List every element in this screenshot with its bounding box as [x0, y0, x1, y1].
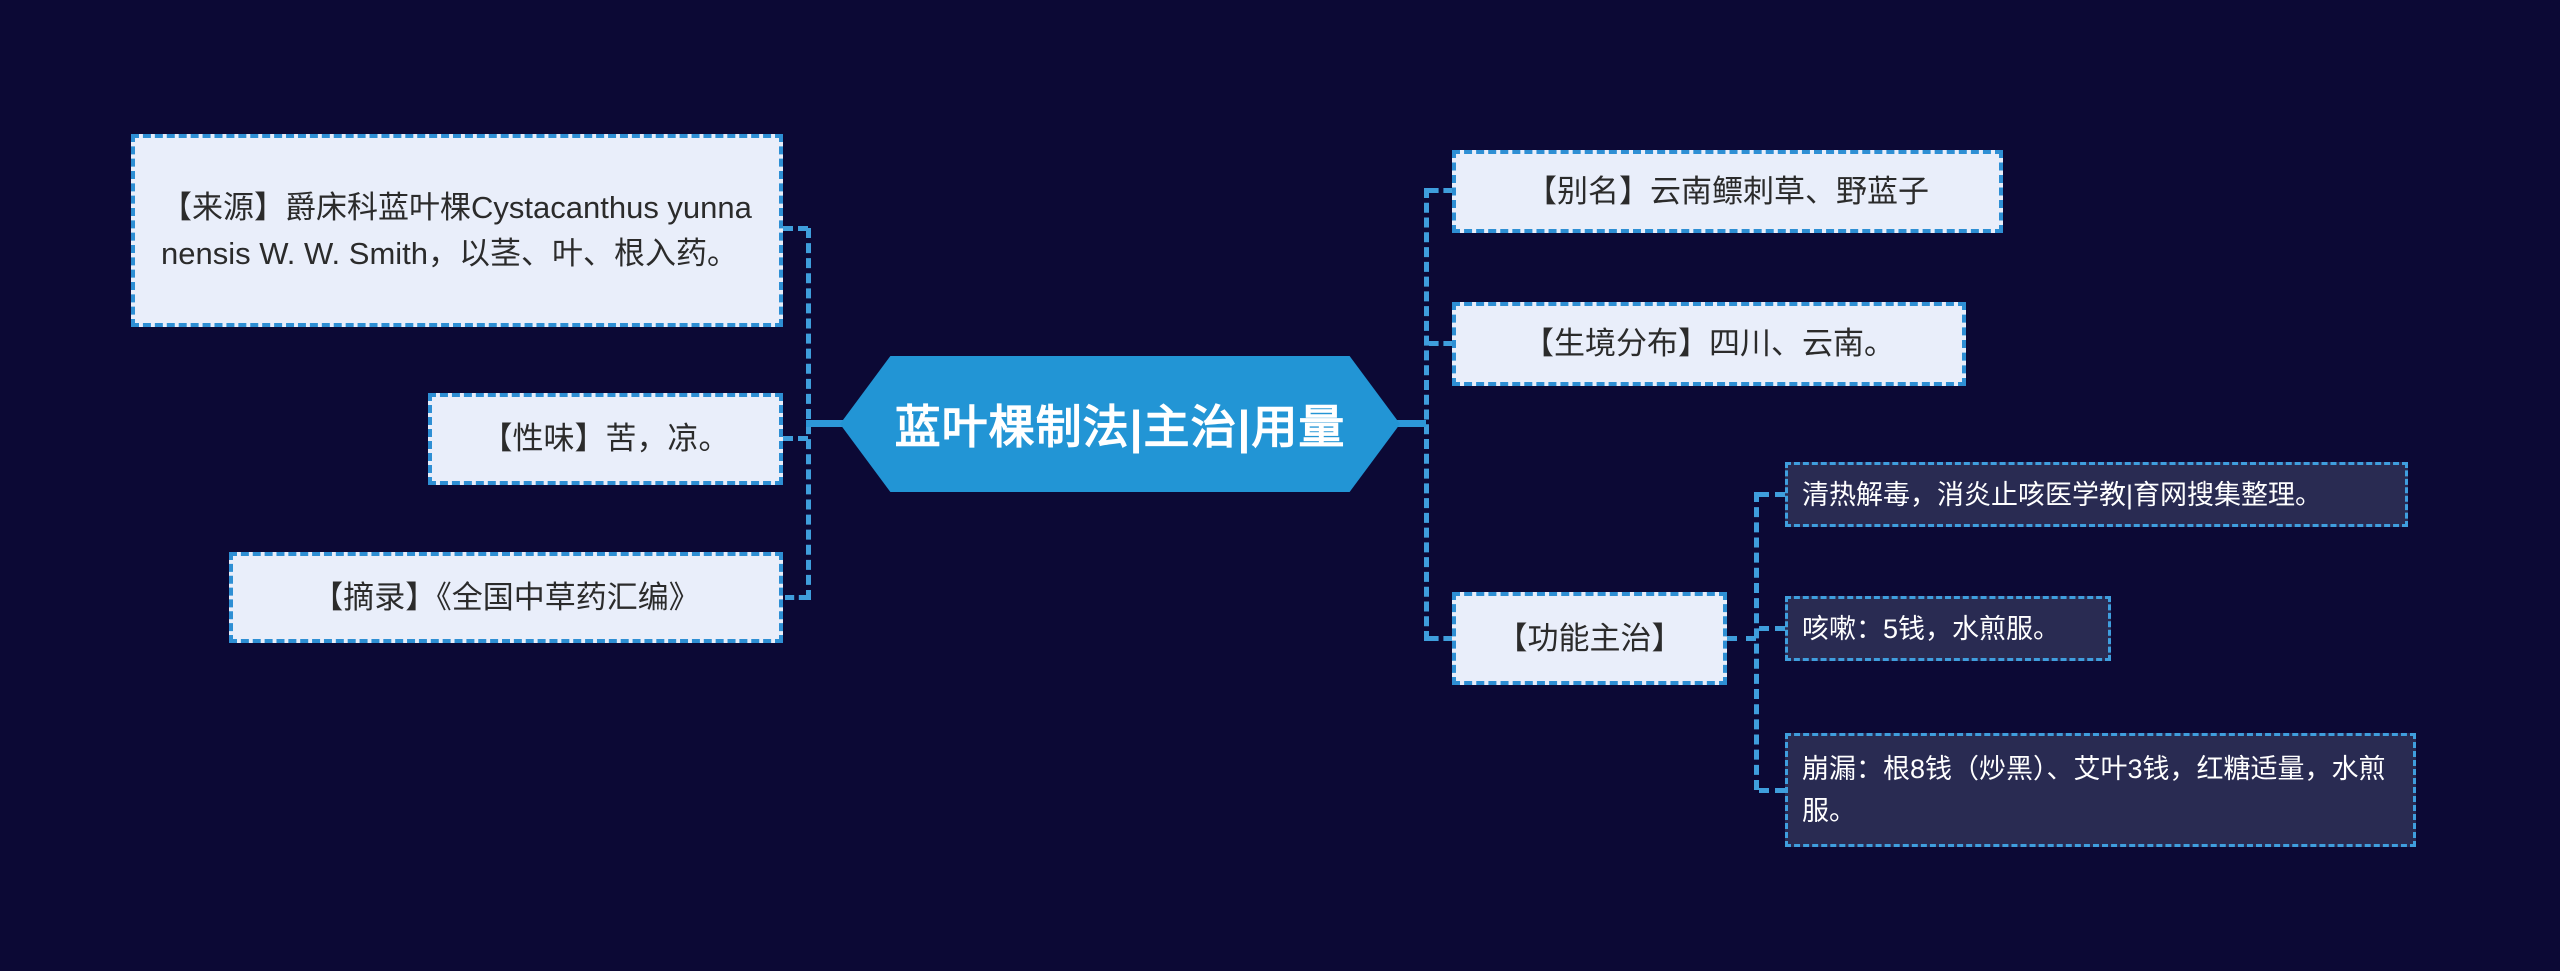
connector-detail-spine [1754, 492, 1759, 790]
connector-stub-gongneng [1429, 636, 1453, 641]
connector-stub-zhailu [785, 595, 808, 600]
connector-stub-qingre [1759, 492, 1785, 497]
node-laiyuan[interactable]: 【来源】爵床科蓝叶棵Cystacanthus yunnanensis W. W.… [131, 134, 783, 327]
node-kesou-label: 咳嗽：5钱，水煎服。 [1802, 613, 2061, 644]
node-kesou[interactable]: 咳嗽：5钱，水煎服。 [1785, 596, 2111, 661]
node-bieming[interactable]: 【别名】云南鳔刺草、野蓝子 [1452, 150, 2003, 233]
connector-gongneng-to-details [1727, 636, 1756, 641]
node-xingwei-label: 【性味】苦，凉。 [481, 421, 730, 456]
node-xingwei[interactable]: 【性味】苦，凉。 [428, 393, 783, 485]
node-bieming-label: 【别名】云南鳔刺草、野蓝子 [1526, 173, 1929, 209]
connector-stub-xingwei [783, 436, 808, 441]
root-node-label: 蓝叶棵制法|主治|用量 [894, 401, 1346, 453]
node-benglou-label: 崩漏：根8钱（炒黑）、艾叶3钱，红糖适量，水煎服。 [1802, 754, 2386, 826]
node-qingre-label: 清热解毒，消炎止咳医学教|育网搜集整理。 [1802, 479, 2323, 510]
connector-stub-shengjing [1429, 341, 1453, 346]
node-zhailu[interactable]: 【摘录】《全国中草药汇编》 [229, 552, 783, 643]
node-benglou[interactable]: 崩漏：根8钱（炒黑）、艾叶3钱，红糖适量，水煎服。 [1785, 733, 2416, 847]
node-gongneng[interactable]: 【功能主治】 [1452, 592, 1727, 685]
node-qingre[interactable]: 清热解毒，消炎止咳医学教|育网搜集整理。 [1785, 462, 2408, 527]
node-shengjing-label: 【生境分布】四川、云南。 [1523, 326, 1895, 361]
connector-left-spine [806, 228, 811, 600]
connector-stub-benglou [1759, 788, 1785, 793]
node-shengjing[interactable]: 【生境分布】四川、云南。 [1452, 302, 1966, 386]
connector-root-right [1396, 420, 1426, 427]
root-node[interactable]: 蓝叶棵制法|主治|用量 [840, 356, 1400, 492]
connector-root-left [806, 420, 846, 427]
connector-stub-laiyuan [783, 226, 808, 231]
node-zhailu-label: 【摘录】《全国中草药汇编》 [312, 579, 700, 615]
node-laiyuan-label: 【来源】爵床科蓝叶棵Cystacanthus yunnanensis W. W.… [161, 189, 752, 271]
connector-stub-bieming [1429, 188, 1453, 193]
node-gongneng-label: 【功能主治】 [1496, 620, 1683, 656]
connector-stub-kesou [1759, 626, 1785, 631]
connector-right-spine [1424, 188, 1429, 641]
